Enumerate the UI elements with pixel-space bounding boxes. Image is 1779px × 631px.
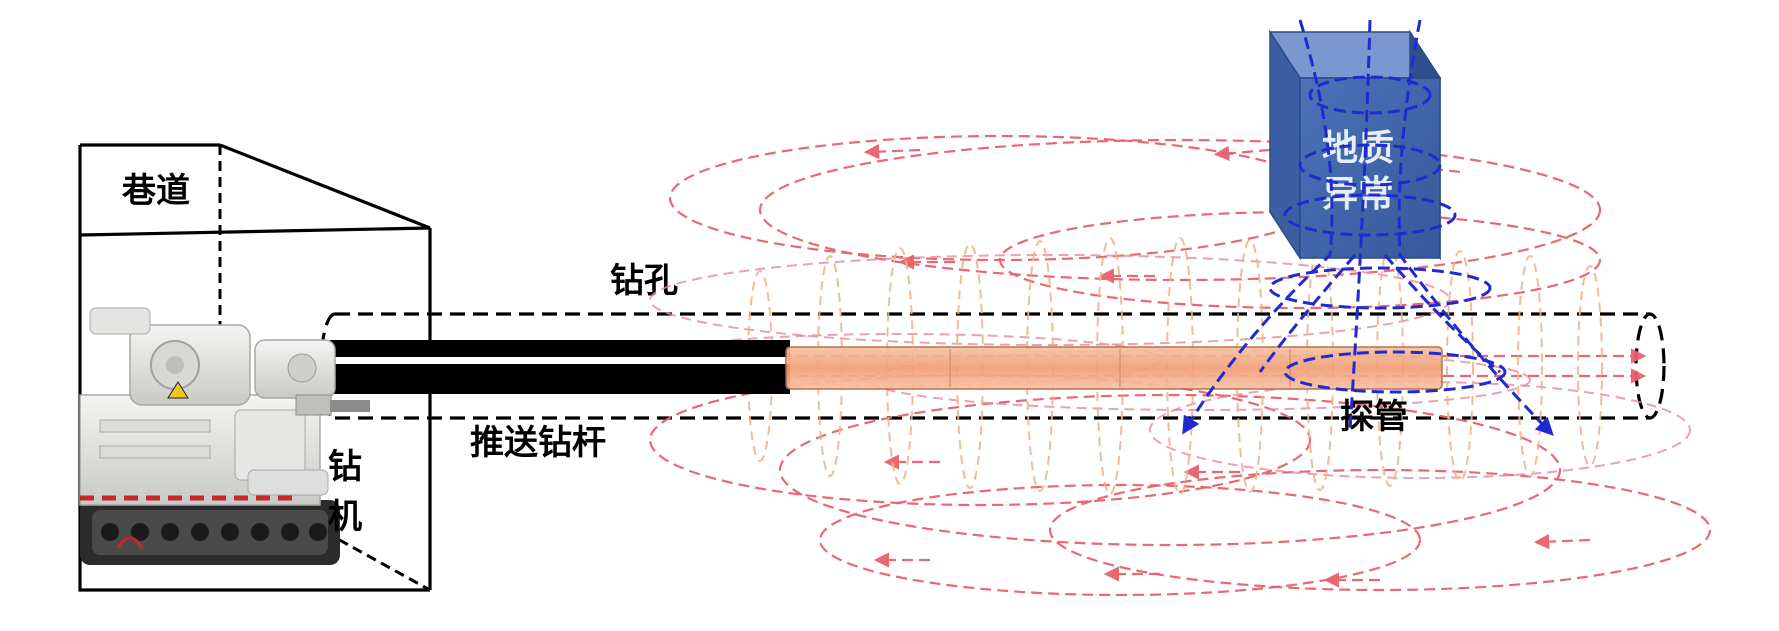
roadway-box [78,143,432,592]
probe [785,346,1443,390]
drilling-rig-icon [79,307,370,565]
drill-rig-label-1: 钻 [328,447,362,487]
primary-field-lines [1182,19,1554,436]
drill-rig-label-2: 机 [328,497,362,537]
push-drill-rod [330,340,790,394]
push-rod-label: 推送钻杆 [470,423,606,463]
borehole-label: 钻孔 [610,261,678,301]
roadway-label: 巷道 [121,171,190,211]
anomaly-label-line1: 地质 [1322,128,1394,169]
